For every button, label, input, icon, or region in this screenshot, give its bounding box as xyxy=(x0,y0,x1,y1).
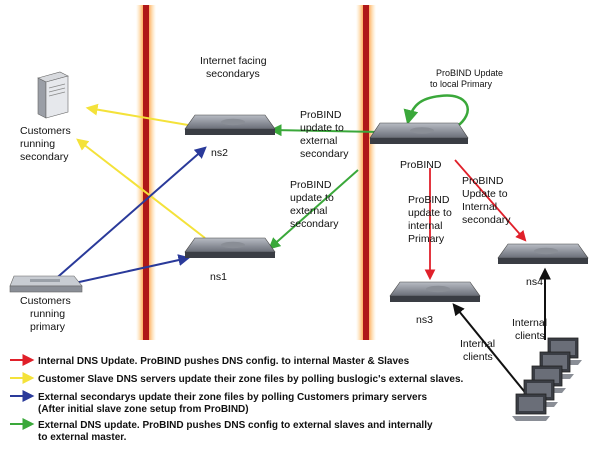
server-rack-icon xyxy=(369,122,469,144)
green-arrow xyxy=(268,169,359,250)
tower-server-icon xyxy=(37,71,69,119)
legend-text: Customer Slave DNS servers update their … xyxy=(38,374,464,385)
label-ns3: ns3 xyxy=(416,314,433,326)
label-probind: ProBIND xyxy=(400,159,442,171)
label-ns1: ns1 xyxy=(210,271,227,283)
server-rack-icon xyxy=(184,237,276,258)
yellow-arrow xyxy=(85,103,189,126)
server-rack-icon xyxy=(497,243,589,264)
legend-item-green: External DNS update. ProBIND pushes DNS … xyxy=(10,418,433,443)
yellow-arrow xyxy=(76,138,206,239)
green-arrow xyxy=(403,94,469,130)
laptop-icon xyxy=(9,275,83,293)
server-rack-icon xyxy=(184,114,276,135)
green-arrow xyxy=(269,124,381,137)
legend-text: Internal DNS Update. ProBIND pushes DNS … xyxy=(38,356,410,367)
red-arrow xyxy=(454,159,527,242)
legend-text: External secondarys update their zone fi… xyxy=(38,392,427,415)
server-rack-icon xyxy=(389,281,481,302)
label-ns2: ns2 xyxy=(211,147,228,159)
label-ns4: ns4 xyxy=(526,276,543,288)
legend-text: External DNS update. ProBIND pushes DNS … xyxy=(38,420,433,443)
workstation-icon xyxy=(512,393,550,421)
legend-item-yellow: Customer Slave DNS servers update their … xyxy=(10,372,464,385)
legend: Internal DNS Update. ProBIND pushes DNS … xyxy=(10,354,464,443)
legend-item-red: Internal DNS Update. ProBIND pushes DNS … xyxy=(10,354,410,367)
legend-item-blue: External secondarys update their zone fi… xyxy=(10,390,427,415)
blue-arrow xyxy=(51,146,207,283)
black-arrow xyxy=(452,303,529,397)
firewall-icon xyxy=(356,5,376,340)
firewall-icon xyxy=(136,5,156,340)
